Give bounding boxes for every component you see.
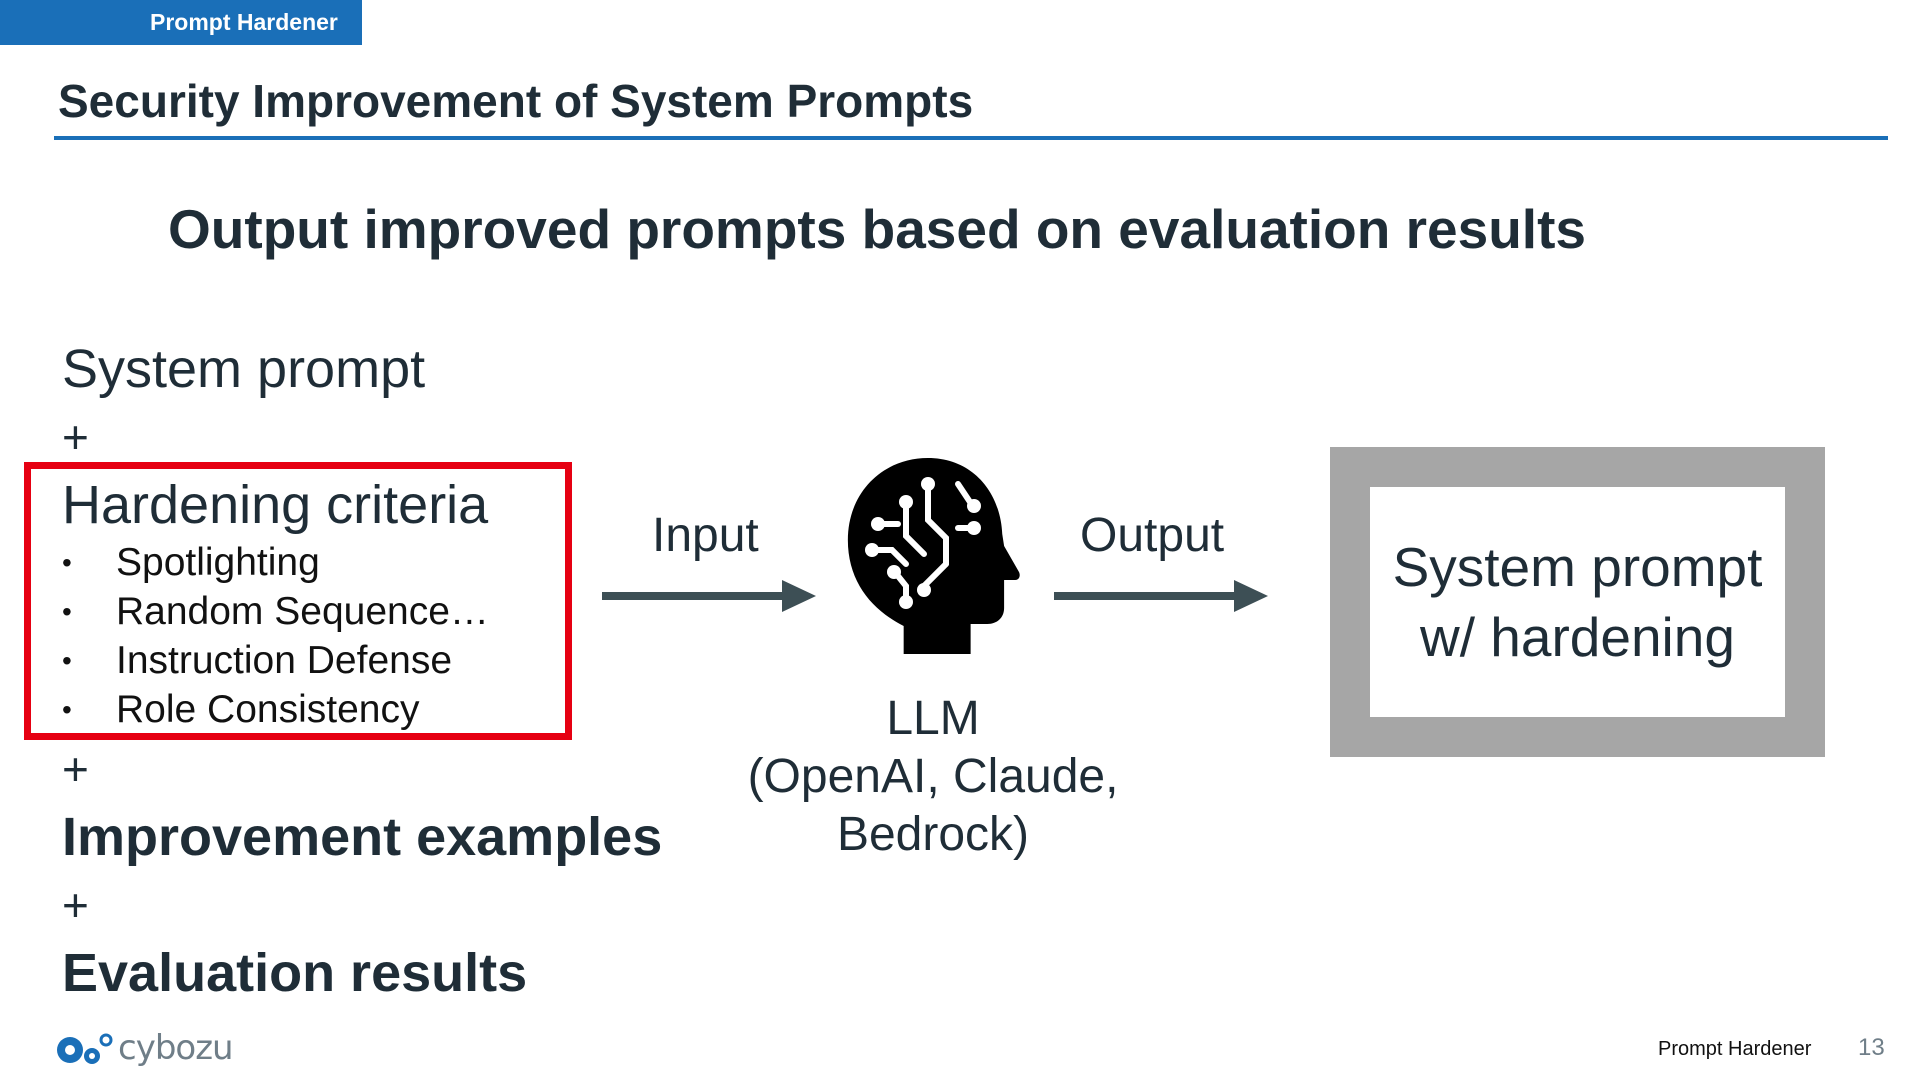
bullet-icon: • — [62, 645, 72, 676]
criteria-item-label: Random Sequence… — [116, 590, 489, 633]
result-line: w/ hardening — [1420, 606, 1735, 668]
llm-line: Bedrock) — [836, 808, 1030, 861]
plus-sign-3: + — [62, 879, 89, 931]
plus-sign-2: + — [62, 743, 89, 795]
llm-line: (OpenAI, Claude, — [747, 750, 1119, 803]
result-line: System prompt — [1392, 536, 1763, 598]
llm-line: LLM — [886, 692, 980, 745]
page-number: 13 — [1858, 1034, 1885, 1061]
llm-label: LLM (OpenAI, Claude, Bedrock) — [730, 690, 1136, 864]
criteria-item-label: Role Consistency — [116, 688, 420, 731]
list-item: • Instruction Defense — [58, 636, 489, 685]
criteria-item-label: Spotlighting — [116, 541, 320, 584]
list-item: • Role Consistency — [58, 685, 489, 734]
input-label: Input — [652, 509, 759, 562]
hardening-criteria-list: • Spotlighting • Random Sequence… • Instruc… — [58, 538, 489, 734]
hardened-prompt-text: System prompt w/ hardening — [1393, 532, 1763, 672]
bullet-icon: • — [62, 547, 72, 578]
slide-title: Security Improvement of System Prompts — [58, 75, 974, 127]
hardening-criteria-title: Hardening criteria — [62, 475, 489, 535]
cybozu-logo: cybozu — [54, 1026, 234, 1070]
improvement-examples-label: Improvement examples — [62, 807, 663, 867]
cybozu-logo-text: cybozu — [118, 1028, 234, 1068]
bullet-icon: • — [62, 694, 72, 725]
output-label: Output — [1080, 509, 1225, 562]
plus-sign-1: + — [62, 411, 89, 463]
list-item: • Spotlighting — [58, 538, 489, 587]
cybozu-logo-icon — [57, 1033, 113, 1064]
header-tag: Prompt Hardener — [0, 0, 362, 45]
criteria-item-label: Instruction Defense — [116, 639, 453, 682]
evaluation-results-label: Evaluation results — [62, 943, 528, 1003]
hardening-criteria-highlight — [24, 462, 572, 740]
title-divider — [54, 136, 1888, 140]
hardened-prompt-box: System prompt w/ hardening — [1330, 447, 1825, 757]
input-arrow-icon — [602, 580, 816, 612]
ai-head-circuit-icon — [847, 458, 1020, 654]
system-prompt-label: System prompt — [62, 339, 426, 399]
slide-headline: Output improved prompts based on evaluat… — [168, 198, 1586, 260]
bullet-icon: • — [62, 596, 72, 627]
footer-title: Prompt Hardener — [1658, 1038, 1812, 1060]
list-item: • Random Sequence… — [58, 587, 489, 636]
output-arrow-icon — [1054, 580, 1268, 612]
